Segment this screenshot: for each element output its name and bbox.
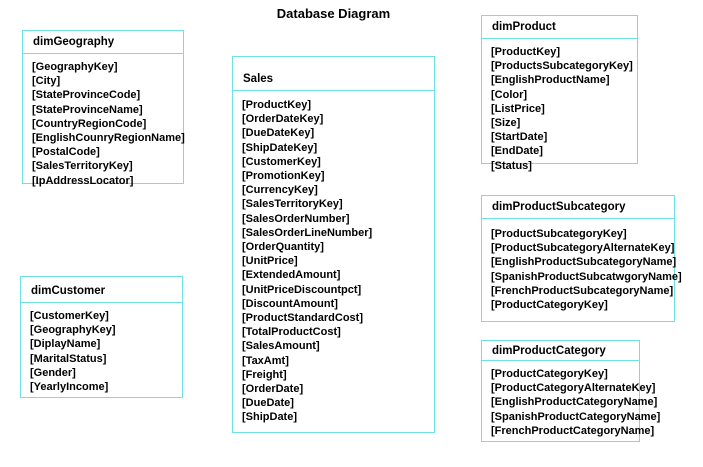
field-row: [FrenchProductCategoryName]	[491, 424, 655, 437]
field-row: [MaritalStatus]	[30, 352, 107, 365]
table-field-list: [ProductKey][OrderDateKey][DueDateKey][S…	[233, 91, 434, 425]
field-row: [ProductsSubcategoryKey]	[491, 60, 633, 73]
field-row: [DueDateKey]	[242, 127, 315, 140]
field-row: [SpanishProductSubcatwgoryName]	[491, 270, 682, 283]
table-header: dimProduct	[482, 16, 637, 39]
field-row: [UnitPriceDiscountpct]	[242, 283, 362, 296]
table-name-label: dimCustomer	[31, 285, 106, 297]
field-row: [EndDate]	[491, 145, 543, 158]
field-row: [IpAddressLocator]	[32, 174, 134, 187]
field-row: [ProductSubcategoryKey]	[491, 228, 627, 240]
table-field-list: [GeographyKey][City][StateProvinceCode][…	[23, 54, 185, 188]
field-row: [ProductStandardCost]	[242, 312, 363, 325]
field-row: [StartDate]	[491, 131, 548, 144]
table-name-label: dimProductCategory	[492, 345, 606, 357]
field-row: [ListPrice]	[491, 102, 545, 115]
field-row: [CustomerKey]	[30, 310, 109, 322]
table-box-dimproductcategory[interactable]: dimProductCategory [ProductCategoryKey][…	[481, 340, 661, 442]
table-header: dimProductSubcategory	[482, 196, 674, 219]
field-row: [YearlyIncome]	[30, 381, 109, 394]
field-row: [Status]	[491, 159, 532, 172]
field-row: [SpanishProductCategoryName]	[491, 410, 661, 423]
field-row: [ProductSubcategoryAlternateKey]	[491, 242, 675, 255]
field-row: [FrenchProductSubcategoryName]	[491, 284, 674, 297]
table-field-list: [ProductKey] [ProductsSubcategoryKey][Eng…	[482, 39, 637, 173]
table-box-sales[interactable]: Sales [ProductKey][OrderDateKey][DueDate…	[232, 56, 435, 433]
field-row: [SalesAmount]	[242, 340, 320, 353]
field-row: [StateProvinceCode]	[32, 89, 141, 102]
field-row: [EnglishProductName]	[491, 74, 610, 87]
field-row: [UnitPrice]	[242, 255, 298, 268]
table-field-list: [ProductSubcategoryKey] [ProductSubcatego…	[482, 219, 682, 312]
field-row: [ProductCategoryAlternateKey]	[491, 382, 656, 395]
field-row: [CurrencyKey]	[242, 184, 318, 197]
table-field-list: [ProductCategoryKey] [ProductCategoryAlte…	[482, 361, 661, 438]
field-row: [ShipDateKey]	[242, 141, 318, 154]
field-row: [PostalCode]	[32, 146, 100, 159]
field-row: [TaxAmt]	[242, 354, 289, 367]
table-name-label: dimGeography	[33, 36, 115, 48]
field-row: [ExtendedAmount]	[242, 269, 341, 282]
field-row: [ProductCategoryKey]	[491, 299, 608, 312]
field-row: [EnglishCounryRegionName]	[32, 132, 185, 145]
field-row: [Size]	[491, 117, 521, 130]
field-row: [DiscountAmount]	[242, 297, 338, 310]
field-row: [OrderDate]	[242, 383, 304, 396]
table-header: dimGeography	[23, 31, 183, 54]
field-row: [CountryRegionCode]	[32, 117, 147, 130]
diagram-title: Database Diagram	[276, 6, 391, 21]
field-row: [GeographyKey]	[32, 61, 118, 73]
table-header: dimProductCategory	[482, 341, 639, 361]
field-row: [DueDate]	[242, 397, 294, 410]
field-row: [Color]	[491, 88, 528, 101]
field-row: [ShipDate]	[242, 411, 297, 424]
table-name-label: dimProductSubcategory	[492, 201, 626, 213]
table-box-dimproduct[interactable]: dimProduct [ProductKey] [ProductsSubcateg…	[481, 15, 638, 172]
field-row: [StateProvinceName]	[32, 103, 143, 116]
field-row: [PromotionKey]	[242, 170, 325, 183]
field-row: [ProductKey]	[491, 46, 561, 58]
table-box-dimgeography[interactable]: dimGeography [GeographyKey][City][StateP…	[22, 30, 185, 187]
field-row: [DiplayName]	[30, 338, 101, 351]
field-row: [City]	[32, 75, 61, 88]
field-row: [SalesOrderNumber]	[242, 212, 350, 225]
table-name-label: Sales	[243, 73, 274, 85]
table-header: Sales	[233, 57, 434, 91]
field-row: [TotalProductCost]	[242, 326, 341, 339]
table-header: dimCustomer	[21, 277, 182, 303]
field-row: [SalesOrderLineNumber]	[242, 226, 373, 239]
field-row: [ProductKey]	[242, 99, 312, 111]
table-field-list: [CustomerKey][GeographyKey][DiplayName][…	[21, 303, 182, 394]
field-row: [OrderQuantity]	[242, 241, 324, 254]
field-row: [ProductCategoryKey]	[491, 368, 608, 380]
table-name-label: dimProduct	[492, 21, 556, 33]
field-row: [OrderDateKey]	[242, 113, 324, 126]
field-row: [SalesTerritoryKey]	[242, 198, 343, 211]
field-row: [CustomerKey]	[242, 155, 321, 168]
field-row: [Freight]	[242, 368, 287, 381]
field-row: [Gender]	[30, 366, 76, 379]
field-row: [SalesTerritoryKey]	[32, 160, 133, 173]
field-row: [EnglishProductSubcategoryName]	[491, 256, 677, 269]
table-box-dimcustomer[interactable]: dimCustomer [CustomerKey][GeographyKey][…	[20, 276, 183, 398]
table-box-dimproductsubcategory[interactable]: dimProductSubcategory [ProductSubcategor…	[481, 195, 682, 322]
field-row: [GeographyKey]	[30, 324, 116, 337]
field-row: [EnglishProductCategoryName]	[491, 396, 658, 409]
